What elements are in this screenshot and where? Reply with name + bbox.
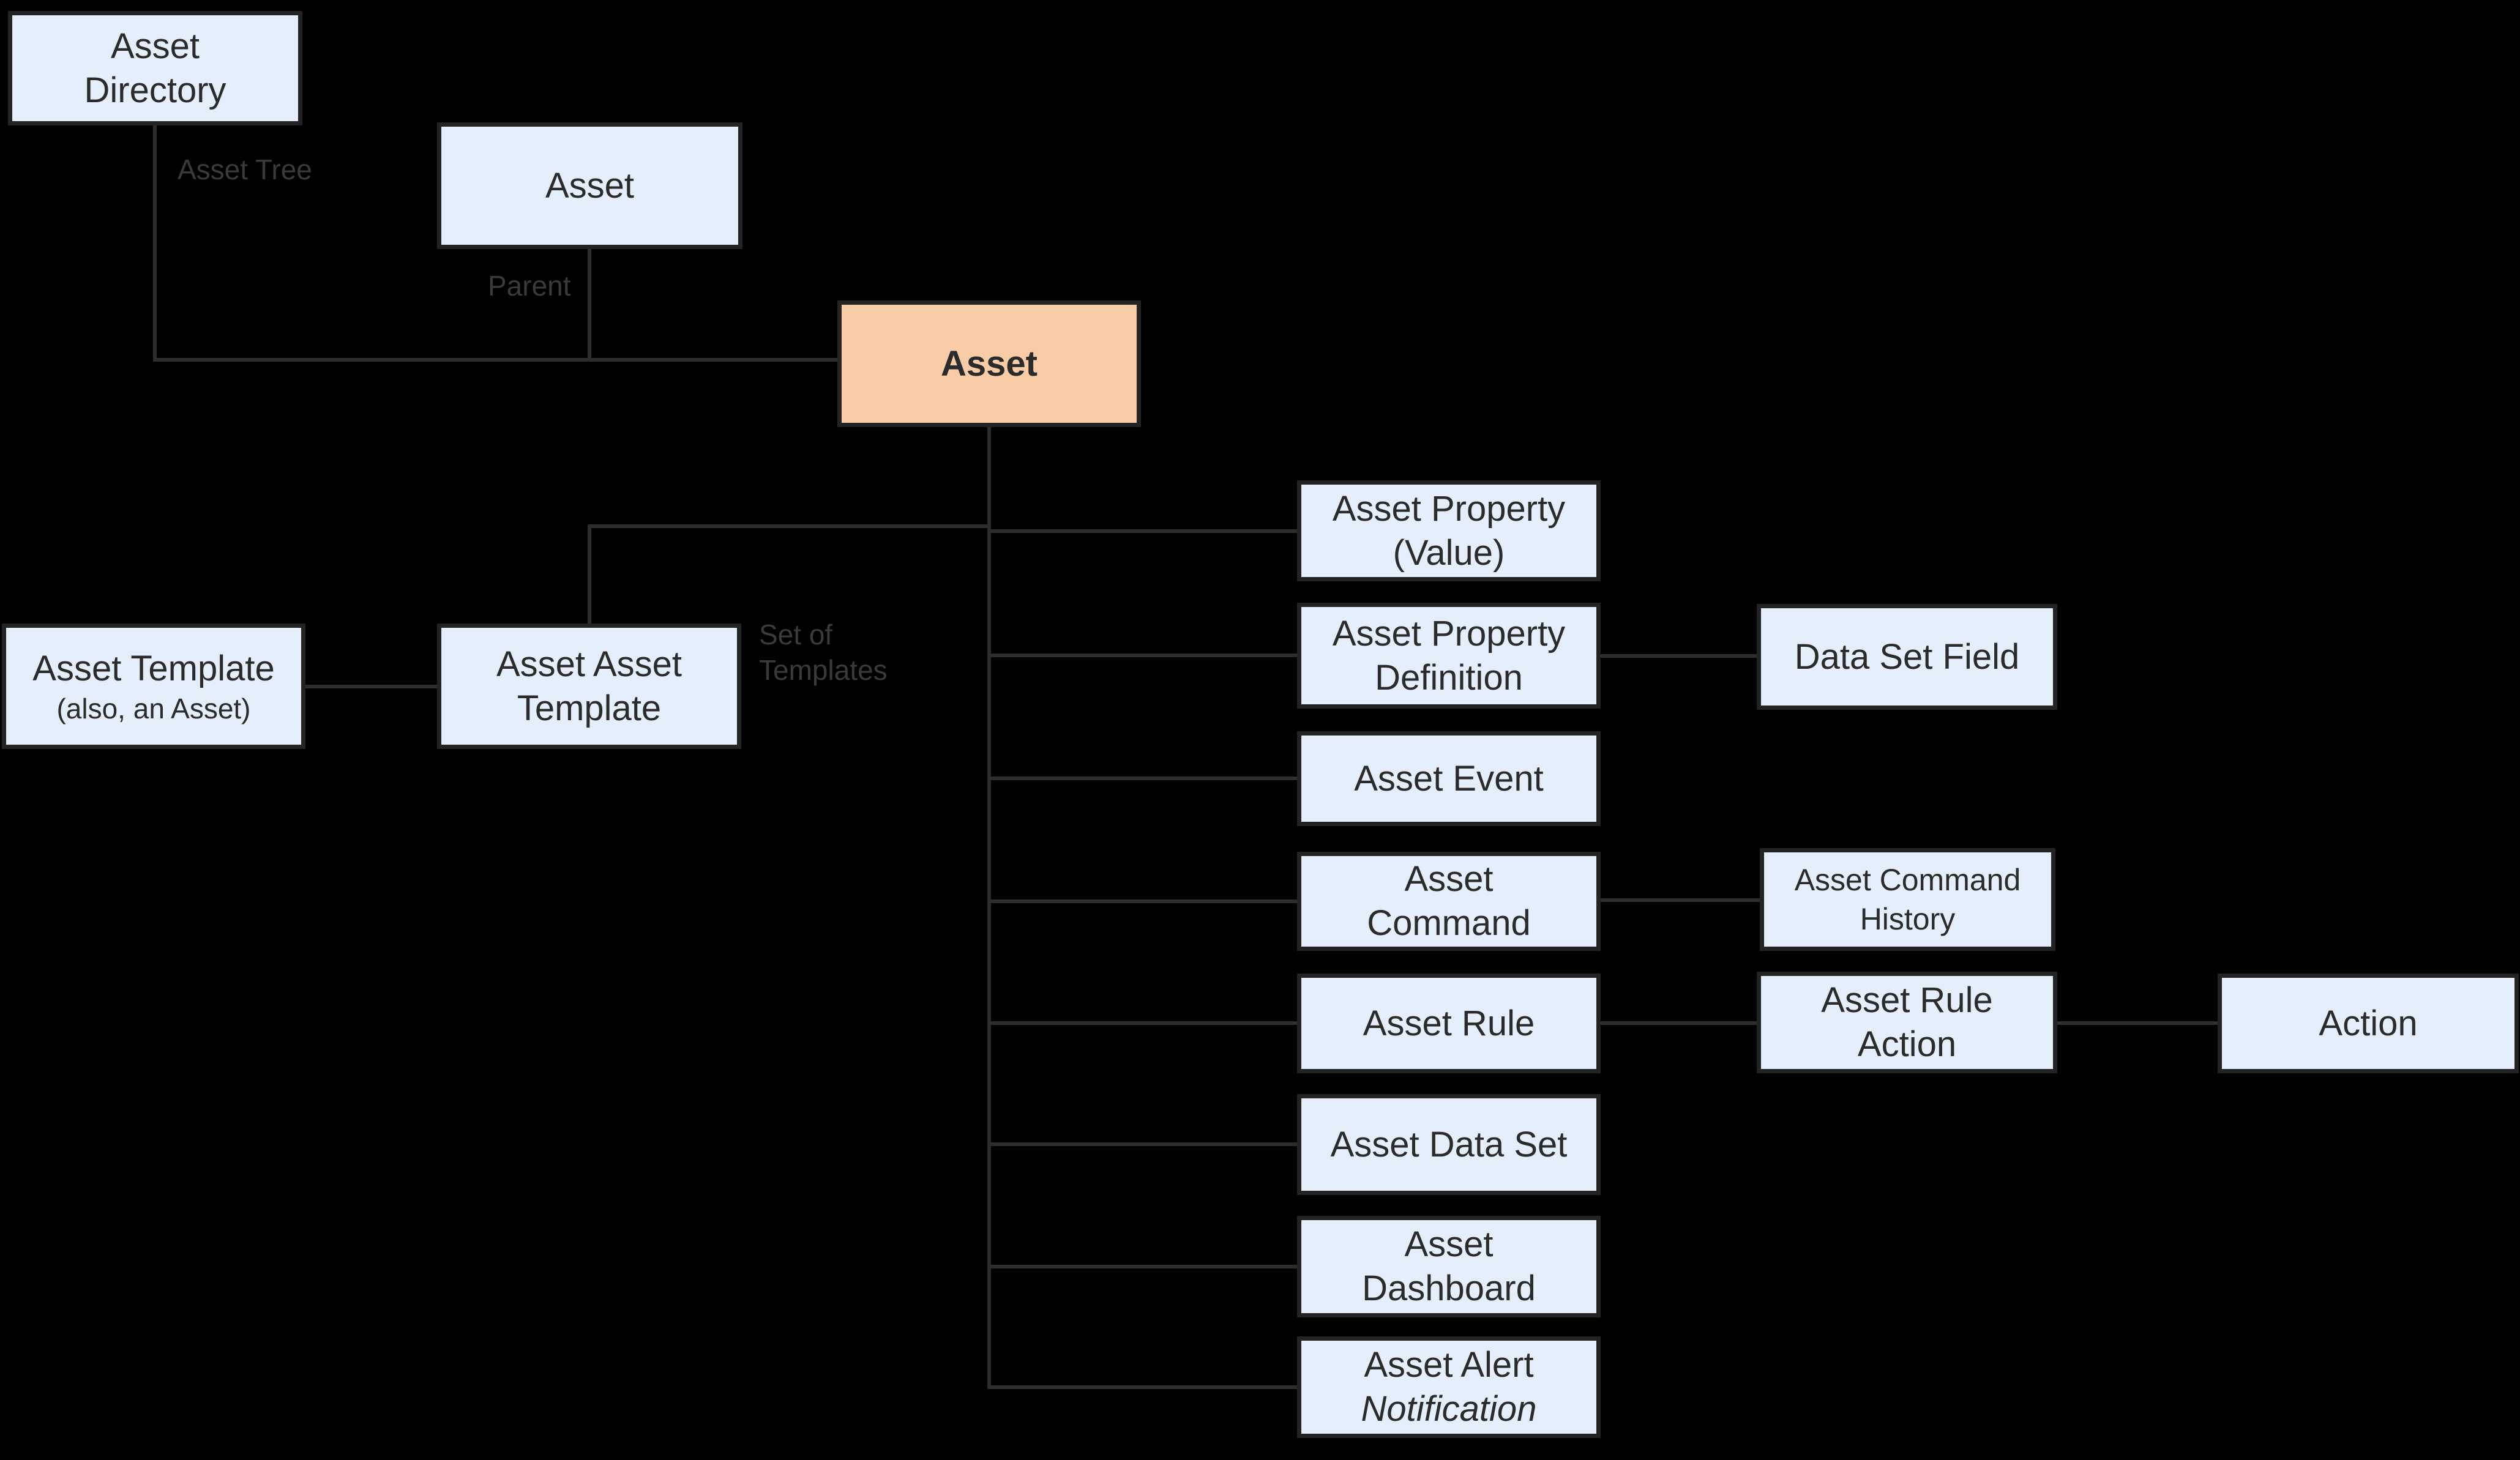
connector-branch-asset-event: [989, 777, 1297, 780]
node-label: Asset: [545, 165, 635, 206]
node-label: Command: [1367, 903, 1531, 943]
node-action: Action: [2218, 974, 2519, 1073]
connector-definition-to-data-set-field: [1601, 654, 1757, 658]
node-asset-data-set: Asset Data Set: [1297, 1094, 1601, 1195]
node-label: Asset Command: [1794, 863, 2021, 897]
node-asset-event: Asset Event: [1297, 731, 1601, 826]
node-label: Definition: [1375, 657, 1523, 698]
node-label: Asset Data Set: [1330, 1124, 1568, 1164]
edge-label-parent: Parent: [488, 270, 571, 302]
connector-asset-parent-down: [588, 249, 591, 362]
connector-branch-asset-alert-notification: [989, 1385, 1297, 1389]
node-asset-main: Asset: [837, 300, 1141, 427]
connector-trunk-to-asset-asset-template-h: [588, 524, 991, 528]
node-label: Asset Alert: [1364, 1345, 1534, 1385]
node-asset-property-definition: Asset Property Definition: [1297, 603, 1601, 709]
node-asset-directory: Asset Directory: [8, 11, 302, 125]
node-sublabel: (also, an Asset): [56, 692, 251, 724]
node-label: Asset Property: [1332, 488, 1566, 529]
node-label: Asset: [1404, 1224, 1494, 1264]
node-label: Directory: [84, 70, 226, 110]
node-label-italic: Notification: [1361, 1389, 1537, 1429]
node-label: Dashboard: [1362, 1268, 1536, 1308]
node-data-set-field: Data Set Field: [1757, 604, 2057, 710]
connector-to-asset-main-left: [153, 358, 837, 362]
connector-branch-asset-property-definition: [989, 654, 1297, 657]
node-label: Action: [2319, 1003, 2418, 1043]
node-asset-rule: Asset Rule: [1297, 974, 1601, 1073]
node-asset-property-value: Asset Property (Value): [1297, 480, 1601, 581]
connector-branch-asset-dashboard: [989, 1265, 1297, 1268]
node-label: Action: [1857, 1024, 1957, 1064]
connector-command-to-command-history: [1601, 898, 1760, 902]
node-label: (Value): [1393, 532, 1505, 573]
node-label: Asset: [110, 26, 200, 66]
edge-label-asset-tree: Asset Tree: [178, 154, 312, 185]
node-asset-asset-template: Asset Asset Template: [437, 624, 741, 749]
connector-branch-asset-property-value: [989, 529, 1297, 533]
node-label: Asset Template: [32, 648, 275, 688]
connector-asset-directory-down: [153, 125, 157, 362]
connector-rule-to-rule-action: [1601, 1021, 1757, 1025]
connector-asset-template-to-asset-asset-template: [305, 685, 437, 688]
node-label: Asset: [1404, 859, 1494, 899]
node-asset-alert-notification: Asset Alert Notification: [1297, 1336, 1601, 1438]
node-asset-dashboard: Asset Dashboard: [1297, 1216, 1601, 1317]
node-label: Asset Rule: [1363, 1003, 1535, 1043]
node-label: History: [1860, 902, 1956, 936]
node-label: Asset Rule: [1821, 980, 1993, 1020]
node-label: Asset: [941, 343, 1038, 384]
connector-branch-asset-data-set: [989, 1142, 1297, 1146]
connector-branch-asset-command: [989, 899, 1297, 903]
node-asset-parent: Asset: [437, 122, 742, 249]
node-asset-command: Asset Command: [1297, 852, 1601, 951]
connector-branch-asset-rule: [989, 1021, 1297, 1025]
node-asset-template: Asset Template (also, an Asset): [2, 624, 305, 749]
node-asset-rule-action: Asset Rule Action: [1757, 972, 2057, 1073]
node-label: Template: [517, 688, 662, 728]
connector-trunk-to-asset-asset-template-v: [588, 524, 591, 624]
node-label: Asset Event: [1354, 758, 1544, 799]
node-label: Asset Property: [1332, 613, 1566, 654]
node-label: Data Set Field: [1794, 636, 2020, 677]
edge-label-set-of-templates: Set of Templates: [759, 619, 888, 686]
connector-rule-action-to-action: [2057, 1021, 2218, 1025]
node-asset-command-history: Asset Command History: [1760, 848, 2055, 951]
node-label: Asset Asset: [496, 644, 682, 684]
connector-asset-main-trunk: [987, 427, 991, 1389]
